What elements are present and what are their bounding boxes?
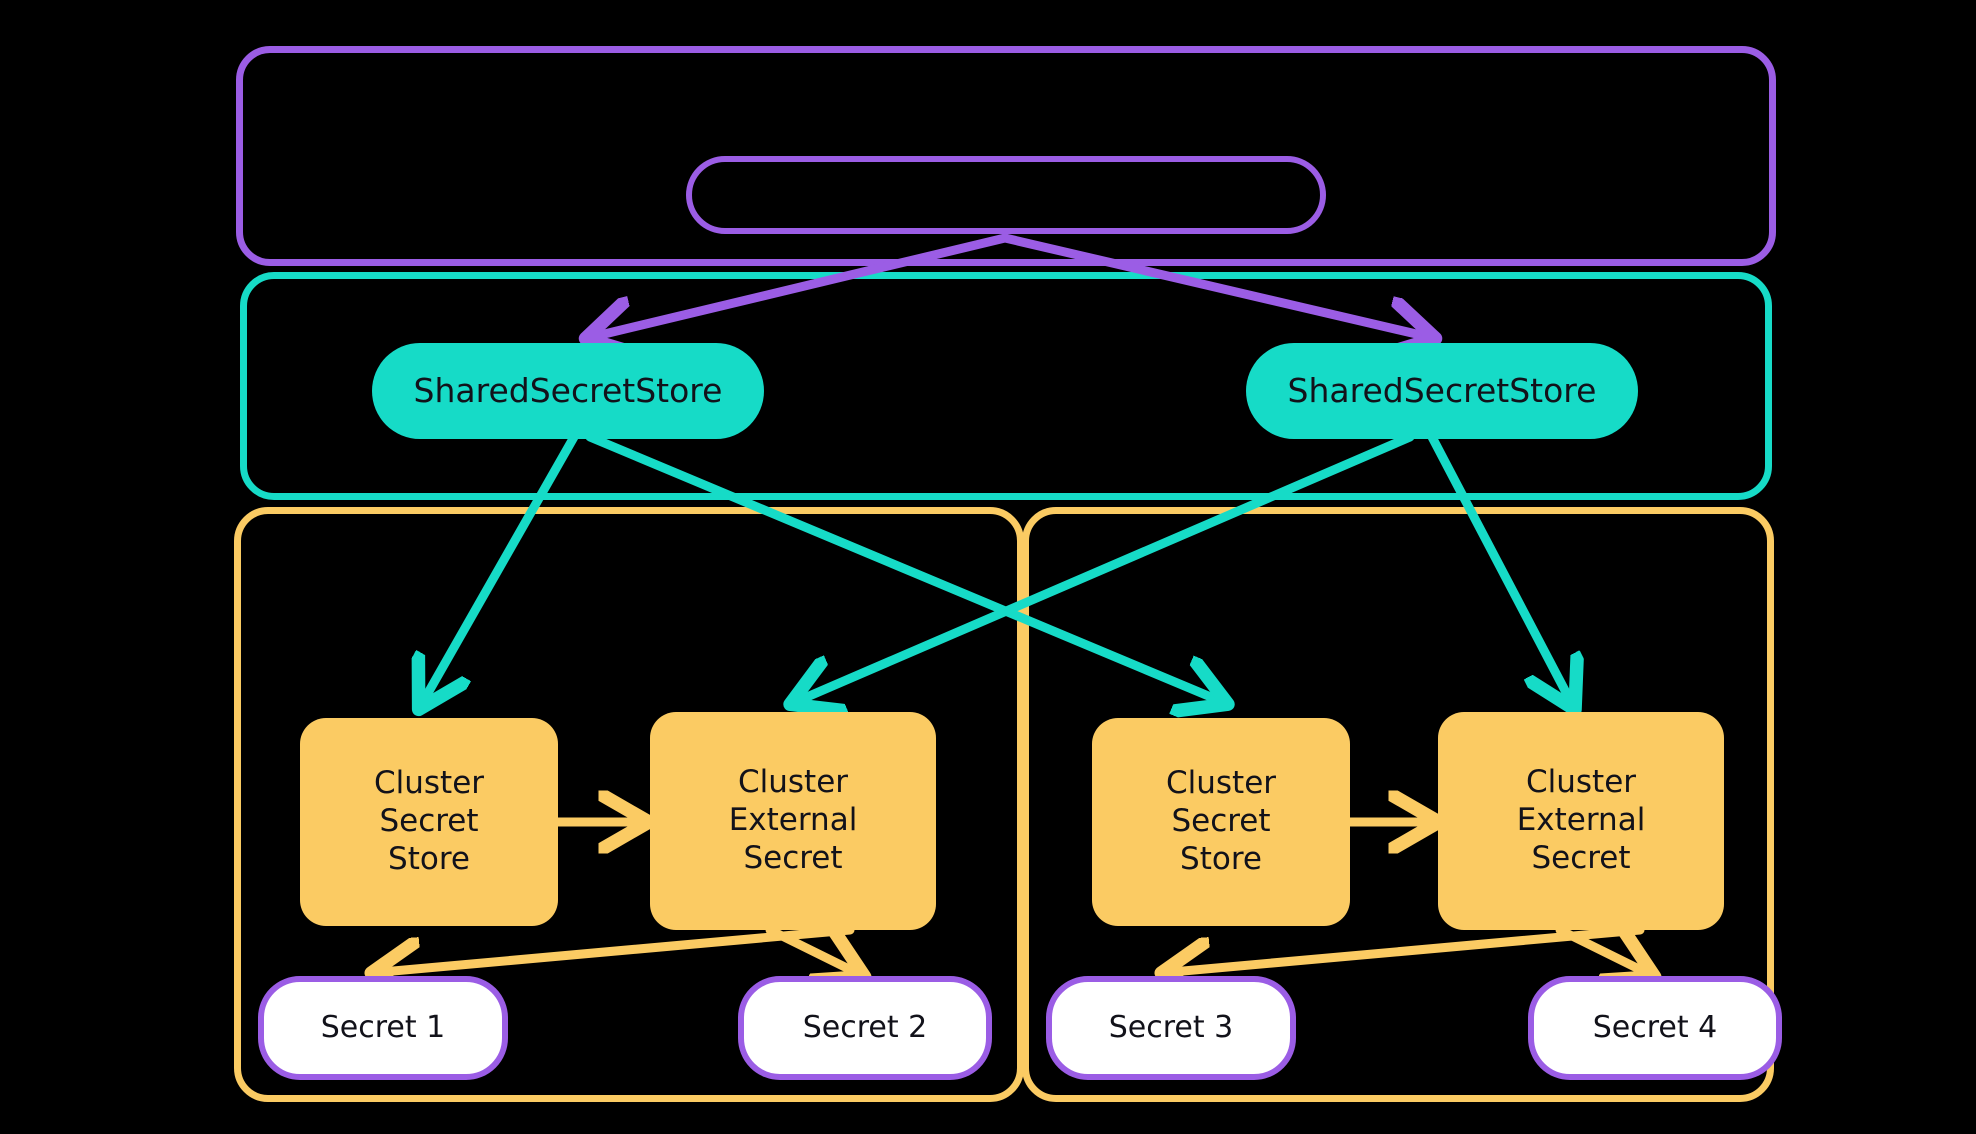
node-label: Cluster External Secret — [1516, 764, 1646, 876]
node-cluster-secret-store-left[interactable]: Cluster Secret Store — [300, 718, 558, 926]
node-shared-secret-store-right[interactable]: SharedSecretStore — [1246, 343, 1638, 439]
node-secret-4[interactable]: Secret 4 — [1528, 976, 1782, 1080]
node-secret-2[interactable]: Secret 2 — [738, 976, 992, 1080]
node-label: Secret 4 — [1592, 1009, 1718, 1045]
node-shared-secret-store-left[interactable]: SharedSecretStore — [372, 343, 764, 439]
node-cluster-external-secret-right[interactable]: Cluster External Secret — [1438, 712, 1724, 930]
node-secret-1[interactable]: Secret 1 — [258, 976, 508, 1080]
node-cluster-external-secret-left[interactable]: Cluster External Secret — [650, 712, 936, 930]
node-label: Cluster Secret Store — [1165, 765, 1277, 877]
node-label: Secret 2 — [802, 1009, 928, 1045]
node-label: SharedSecretStore — [413, 370, 723, 410]
node-label: SharedSecretStore — [1287, 370, 1597, 410]
node-cluster-secret-store-right[interactable]: Cluster Secret Store — [1092, 718, 1350, 926]
root-pill-node[interactable] — [686, 156, 1326, 234]
node-label: Secret 1 — [320, 1009, 446, 1045]
node-label: Cluster Secret Store — [373, 765, 485, 877]
node-label: Cluster External Secret — [728, 764, 858, 876]
node-secret-3[interactable]: Secret 3 — [1046, 976, 1296, 1080]
node-label: Secret 3 — [1108, 1009, 1234, 1045]
